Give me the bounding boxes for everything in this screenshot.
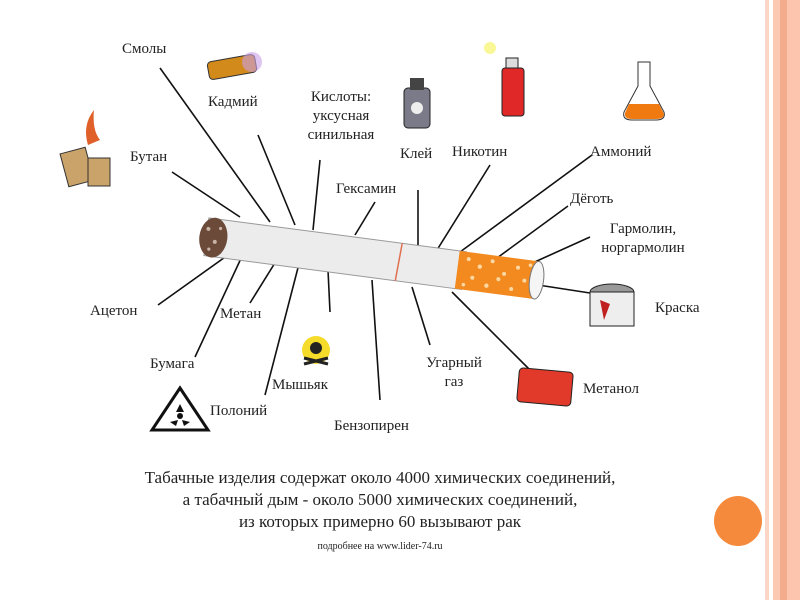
label-line: газ [444,374,464,390]
label-line: норгармолин [601,240,685,256]
label-ugarny-gaz: Угарный газ [414,354,494,392]
label-benzopiren: Бензопирен [334,418,409,434]
label-butan: Бутан [130,149,168,165]
label-poloniy: Полоний [210,403,268,419]
label-geksamin: Гексамин [336,181,397,197]
label-kisloty: Кислоты: уксусная синильная [296,88,386,145]
flask-icon [623,61,665,121]
lighter-icon [59,110,111,188]
label-myshyak: Мышьяк [272,377,328,393]
orange-circle-decoration [714,496,762,546]
border-stripe [780,0,787,600]
label-line: уксусная [312,108,370,124]
label-line: Угарный [426,355,482,371]
label-line: Гармолин, [609,221,677,237]
caption-line: Табачные изделия содержат около 4000 хим… [144,468,616,487]
label-kadmiy: Кадмий [208,94,258,110]
label-metan: Метан [220,306,262,322]
cadmium-icon [206,52,262,80]
source-credit: подробнее на www.lider-74.ru [317,541,443,552]
label-line: Кислоты: [310,89,372,105]
border-stripe [765,0,769,600]
glue-bottle-icon [403,78,431,129]
label-bumaga: Бумага [150,356,195,372]
paint-can-icon [589,283,635,327]
label-garmolin: Гармолин, норгармолин [588,220,698,258]
caption-line: а табачный дым - около 5000 химических с… [182,490,578,509]
jerrycan-icon [516,367,574,407]
label-degot: Дёготь [570,191,614,207]
poison-icon [302,336,330,366]
label-aceton: Ацетон [90,303,138,319]
border-stripe [773,0,780,600]
border-stripe [787,0,800,600]
label-ammoniy: Аммоний [590,144,652,160]
label-line: синильная [307,127,375,143]
leader-lines [157,67,593,401]
label-nikotin: Никотин [452,144,508,160]
label-metanol: Метанол [583,381,640,397]
caption-line: из которых примерно 60 вызывают рак [238,512,522,531]
label-kley: Клей [400,146,433,162]
radiation-icon [149,385,211,432]
spray-can-icon [484,42,525,117]
label-smoly: Смолы [122,41,167,57]
cigarette [199,217,545,300]
label-kraska: Краска [655,300,700,316]
